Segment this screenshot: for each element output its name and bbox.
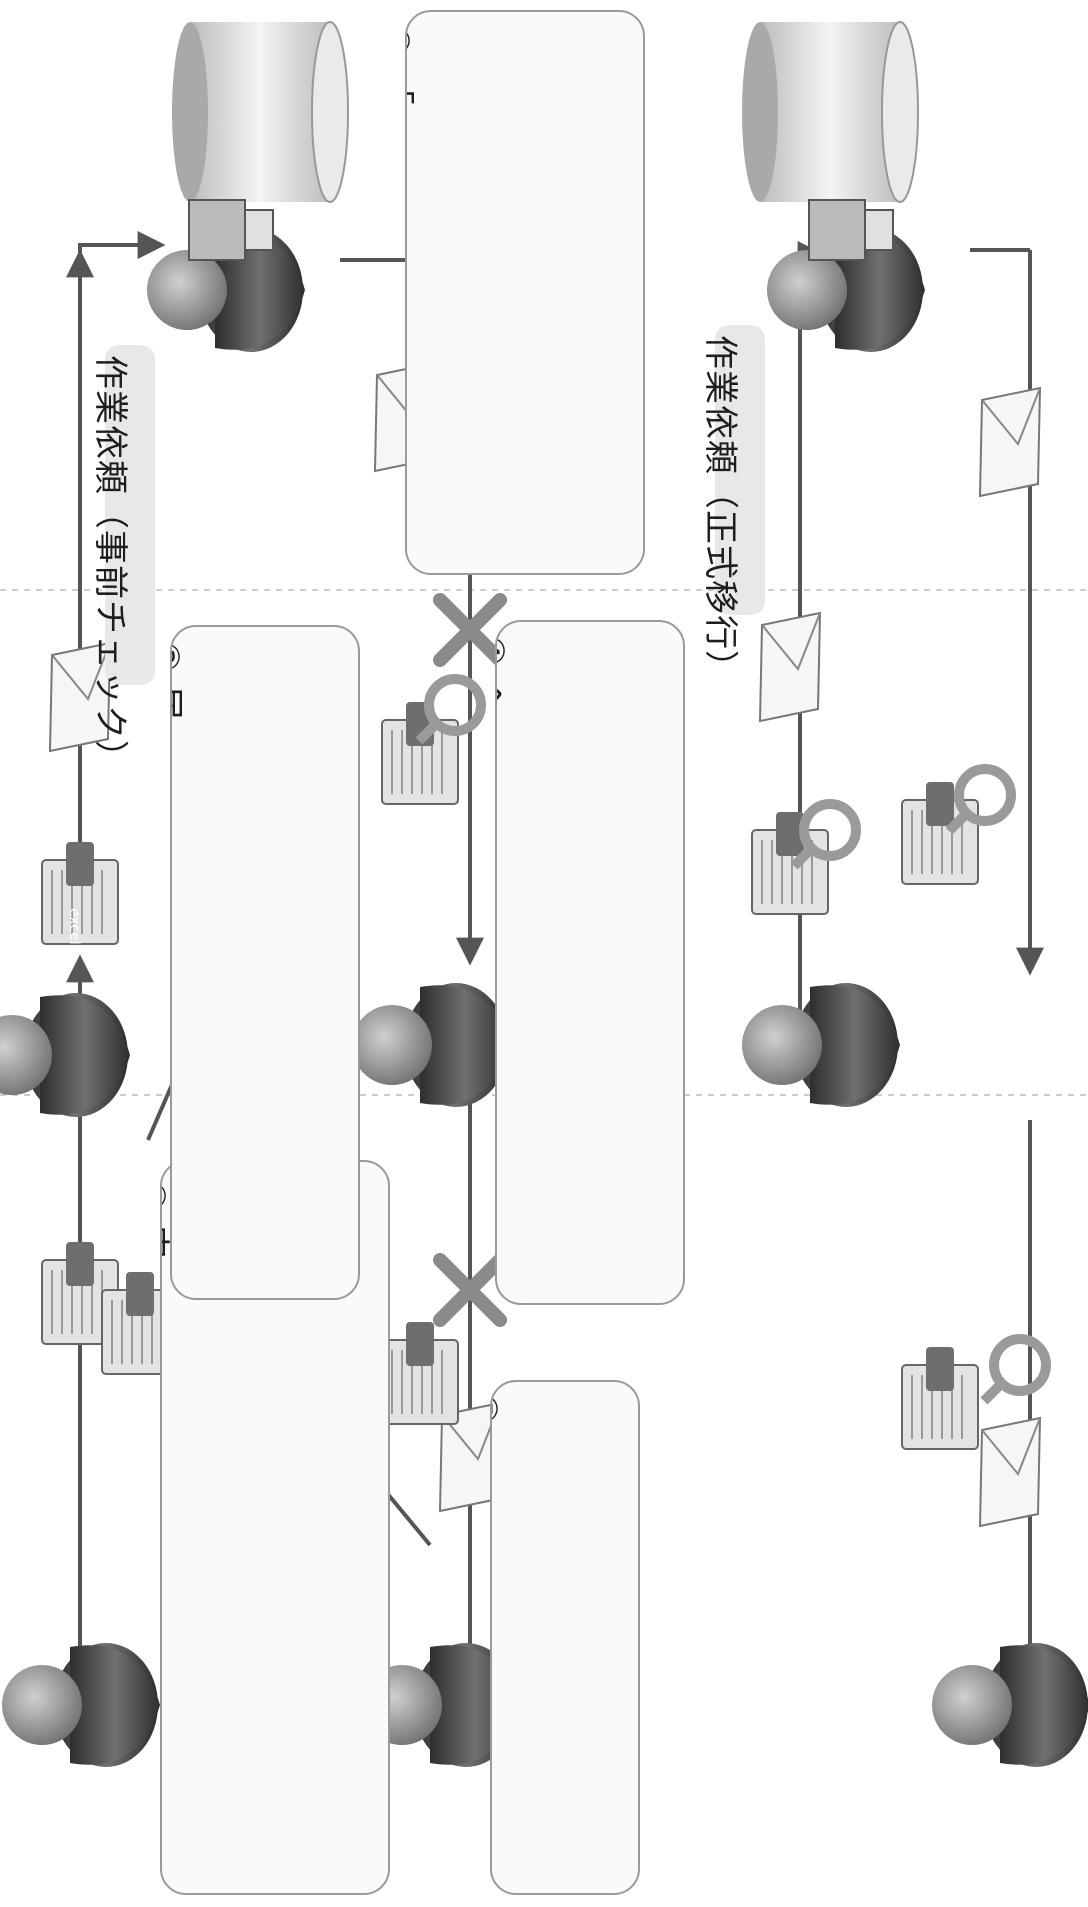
person-icon	[742, 983, 900, 1107]
check-magnifier-icon	[949, 769, 1011, 831]
envelope-icon	[979, 1417, 1041, 1527]
database-icon	[741, 21, 919, 203]
step-4-box: ④ ヘルプデスクから返却された結果を確認 し、エラーとなった品目は届出者に修正指…	[495, 620, 685, 1305]
envelope-icon	[759, 612, 821, 722]
person-icon	[932, 1643, 1088, 1767]
person-icon	[0, 993, 130, 1117]
step-5-text: ⑤ エラーを修正して「一括届出・ 一括廃止添付資料」を再提出する。 （②へ）	[492, 1393, 507, 1466]
envelope-icon	[979, 387, 1041, 497]
excel-file-icon	[901, 1346, 979, 1450]
check-magnifier-icon	[984, 1339, 1046, 1401]
excel-file-icon	[901, 781, 979, 885]
excel-label: excel	[66, 908, 82, 945]
person-icon	[2, 1643, 160, 1767]
request-formal-label: 作業依頼（正式移行）	[700, 325, 765, 685]
computer-icon	[188, 199, 274, 261]
flow-arrow	[78, 231, 166, 259]
computer-icon	[808, 199, 894, 261]
step-3-box: ③ 「一括届出・一括廃止添付資 料」の中から都道府県が"対象外"と した品目を除…	[405, 10, 645, 575]
request-precheck-label: 作業依頼（事前チェック）	[90, 345, 155, 775]
step-3-text: ③ 「一括届出・一括廃止添付資 料」の中から都道府県が"対象外"と した品目を除…	[405, 25, 415, 142]
person-icon	[352, 983, 510, 1107]
step-2-text: ② 届出者から提出された「一括届出・一括廃 止添付資料」の内容を確認し、メールで…	[170, 641, 185, 722]
step-5-box: ⑤ エラーを修正して「一括届出・ 一括廃止添付資料」を再提出する。 （②へ）	[490, 1380, 640, 1895]
database-icon	[171, 21, 349, 203]
excel-file-icon	[381, 701, 459, 805]
step-4-text: ④ ヘルプデスクから返却された結果を確認 し、エラーとなった品目は届出者に修正指…	[495, 635, 510, 716]
excel-file-icon	[751, 811, 829, 915]
excel-file-icon	[381, 1321, 459, 1425]
step-2-box: ② 届出者から提出された「一括届出・一括廃 止添付資料」の内容を確認し、メールで…	[170, 625, 360, 1300]
